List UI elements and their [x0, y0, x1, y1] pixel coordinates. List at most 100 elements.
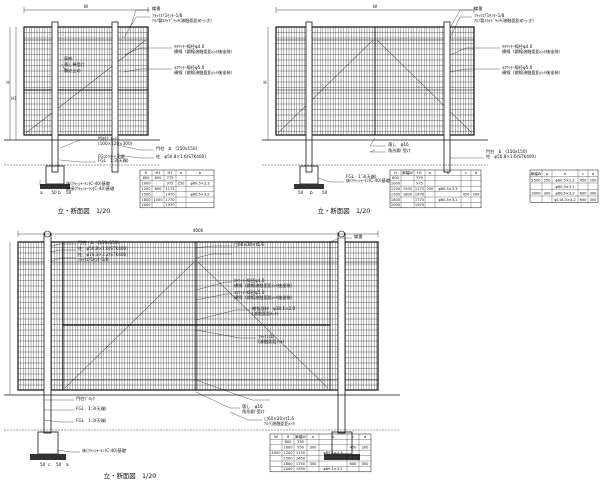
- table-cell: 450: [580, 178, 588, 182]
- callout-label: ﾖｺﾜｲﾔｰ線径φ5.0: [174, 64, 205, 70]
- gate-a-caption: 立・断面図 1/20: [58, 206, 111, 215]
- callout-label: (100×120×300): [98, 141, 133, 146]
- table-cell: 600: [155, 176, 163, 180]
- table-cell: 1800: [283, 462, 293, 466]
- callout-label: 柱 φ50.8×1.6(STK400): [156, 153, 206, 160]
- table-cell: a: [546, 172, 548, 176]
- table-cell: 800: [155, 187, 163, 191]
- gate-b-width-label: W: [373, 4, 377, 9]
- table-cell: 975: [167, 182, 174, 186]
- table-cell: 1175: [165, 187, 174, 191]
- table-cell: 1800: [141, 198, 151, 202]
- table-cell: 600: [580, 191, 588, 195]
- callout-label: 落し φ16: [388, 141, 409, 148]
- callout-label: 柱 φ50.8×1.6(STK400): [486, 153, 536, 160]
- callout-label: ﾀﾃﾜｲﾔｰ線径φ4.0: [234, 277, 265, 284]
- table-cell: 250: [427, 187, 435, 191]
- callout-label: FGL 1:3(天端): [76, 417, 107, 424]
- table-cell: 1950: [296, 467, 306, 471]
- callout-label: b: [310, 190, 313, 195]
- callout-label: 門柱ﾌﾞﾛｯｸ: [98, 135, 117, 142]
- callout-label: FGｺﾝｸﾘｰﾄ天端: [98, 153, 125, 160]
- table-cell: b: [199, 171, 202, 175]
- callout-label: 床(ｸﾗｯｼｬｰﾗﾝ)C-40)基礎: [66, 180, 111, 187]
- table-cell: 扉幅W: [531, 171, 542, 176]
- table-cell: 300: [590, 198, 598, 202]
- table-cell: W: [274, 435, 278, 439]
- table-cell: b: [332, 435, 335, 439]
- table-cell: 1470: [415, 192, 425, 196]
- table-cell: 1200: [391, 187, 401, 191]
- table-cell: 300: [544, 191, 552, 195]
- table-cell: φ60.5×3.2: [555, 185, 574, 189]
- table-cell: 950: [297, 446, 305, 450]
- table-cell: H: [287, 435, 290, 439]
- callout-label: 蝶番: [474, 5, 483, 12]
- callout-label: 溶接(ｸﾗｯｼｬｰﾗﾝ)C-40)基礎: [66, 185, 115, 192]
- table-cell: 扉幅W: [402, 170, 413, 175]
- table-cell: b: [564, 172, 567, 176]
- callout-label: b: [58, 190, 61, 195]
- table-cell: 1150: [296, 451, 306, 455]
- table-cell: φ60.5×2.3: [438, 187, 457, 191]
- gate-a-elevation: W H H1 蝶番ﾌﾗｯｸｽ｢1ｾﾝﾀｰ1/8ｱﾙﾐ製ｽﾗｲﾄﾞﾗｯﾁ(溶融亜鉛…: [4, 4, 235, 215]
- callout-label: 門柱ﾌﾞﾛｯｸ: [76, 395, 95, 402]
- table-cell: 300: [310, 446, 318, 450]
- table-cell: H1: [156, 171, 161, 175]
- callout-label: □60×30×t1.6: [264, 416, 294, 421]
- table-cell: 775: [167, 176, 174, 180]
- callout-label: 門柱 b (150x150): [156, 145, 198, 152]
- callout-label: 横線（鋼線溶融亜鉛ﾒｯｷ後塗装）: [174, 48, 235, 55]
- callout-label: ｱﾙﾐ製ｽﾗｲﾄﾞﾗｯﾁ(溶融亜鉛めっき): [474, 17, 534, 24]
- table-cell: 1970: [415, 203, 425, 207]
- table-cell: 450: [350, 446, 358, 450]
- table-cell: 1500: [391, 192, 401, 196]
- table-cell: 扉幅W: [295, 434, 306, 439]
- gate-a-h1-label: H1: [11, 96, 17, 101]
- callout-label: ﾌﾗｯｸｽ｢1ｾﾝﾀｰ1/8: [474, 13, 505, 19]
- table-cell: 350: [310, 462, 318, 466]
- callout-label: (溶融亜鉛ﾒｯｷ): [258, 338, 285, 345]
- table-cell: 975: [416, 182, 423, 186]
- table-cell: 2000: [391, 203, 401, 207]
- callout-label: 横線（鋼線溶融亜鉛ﾒｯｷ後塗装）: [502, 69, 563, 76]
- callout-label: 門柱 b (150x150): [486, 148, 528, 155]
- table-cell: 1500: [283, 456, 293, 460]
- table-cell: d: [592, 172, 594, 176]
- table-cell: 600: [580, 198, 588, 202]
- callout-label: 50: [51, 190, 57, 195]
- table-cell: 750: [297, 440, 305, 444]
- table-cell: 2000: [141, 203, 151, 207]
- table-cell: a: [180, 171, 182, 175]
- table-cell: 600: [350, 462, 358, 466]
- callout-label: 50: [40, 462, 46, 467]
- table-cell: 1970: [165, 203, 175, 207]
- table-cell: 800: [392, 176, 400, 180]
- callout-label: 横線（鋼線溶融亜鉛ﾒｯｷ後塗装）: [502, 48, 563, 55]
- callout-label: 床(ｸﾗｯｼｬｰﾗﾝ)C-40)基礎: [346, 177, 391, 184]
- table-cell: φ89.1×3.2: [323, 467, 342, 471]
- table-cell: 1800: [391, 198, 401, 202]
- gate-b-elevation: W H 蝶番ﾌﾗｯｸｽ｢1ｾﾝﾀｰ1/8ｱﾙﾐ製ｽﾗｲﾄﾞﾗｯﾁ(溶融亜鉛めっき…: [262, 4, 599, 215]
- table-cell: 1470: [165, 192, 175, 196]
- table-cell: 800: [285, 440, 293, 444]
- callout-label: ﾌﾗｯｸｽ(1): [258, 334, 275, 340]
- table-cell: φ60.5×2.3: [190, 182, 209, 186]
- callout-label: ｱﾙﾐ製ｽﾗｲﾄﾞﾗｯﾁ(溶融亜鉛めっき): [152, 17, 212, 24]
- table-cell: 200: [590, 178, 598, 182]
- gate-b-caption: 立・断面図 1/20: [318, 206, 371, 215]
- callout-label: a: [40, 190, 43, 195]
- callout-label: 横線（鋼線溶融亜鉛ﾒｯｷ後塗装）: [234, 294, 295, 301]
- table-cell: φ60.5×3.2: [438, 198, 457, 202]
- callout-label: ﾌﾗｯｸｽ｢1ｾﾝﾀｰ1/8: [152, 13, 183, 19]
- table-cell: H: [394, 171, 397, 175]
- callout-label: 50: [66, 190, 72, 195]
- table-cell: d: [475, 171, 477, 175]
- callout-label: 角形鋼ﾞ受け: [242, 408, 265, 415]
- table-cell: H1: [417, 171, 422, 175]
- gate-b-height-label: H: [263, 80, 266, 85]
